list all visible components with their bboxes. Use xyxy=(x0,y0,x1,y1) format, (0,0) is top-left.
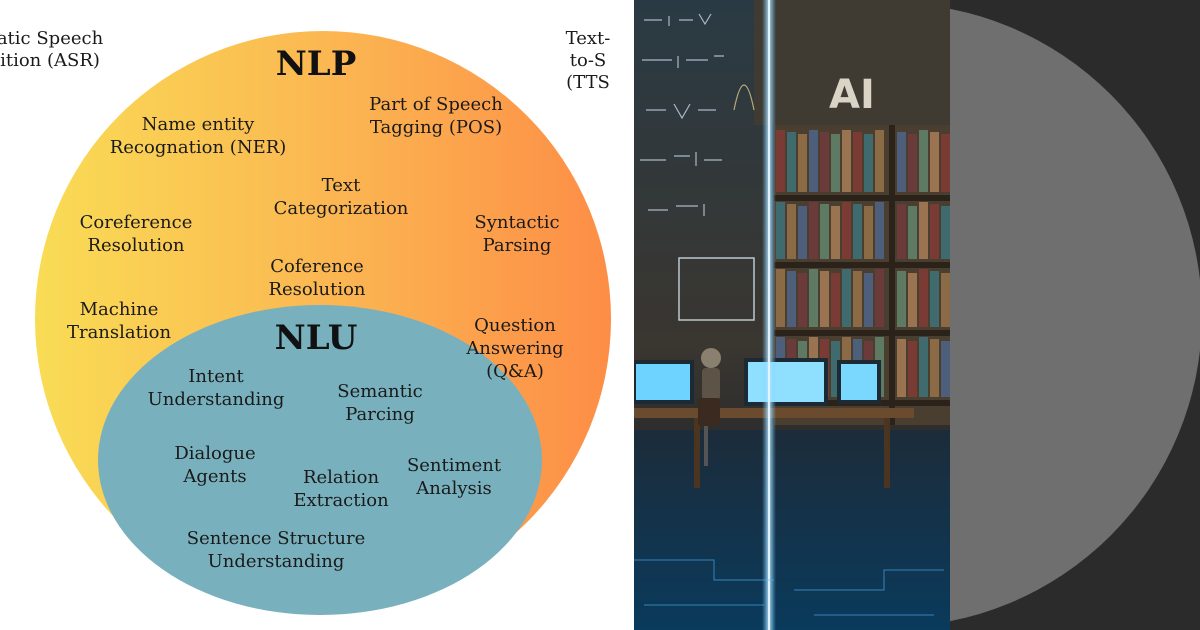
book-spine xyxy=(787,271,796,327)
book-spine xyxy=(798,206,807,259)
book-spine xyxy=(831,273,840,327)
book-spine xyxy=(798,273,807,327)
book-spine xyxy=(820,132,829,192)
book-spine xyxy=(776,130,785,192)
book-spine xyxy=(864,134,873,192)
gray-disc xyxy=(950,0,1200,630)
book-spine xyxy=(919,337,928,397)
relation-extraction-label: Relation Extraction xyxy=(293,467,389,511)
book-spine xyxy=(941,341,950,397)
sentence-structure-label: Sentence Structure Understanding xyxy=(186,528,366,572)
book-spine xyxy=(897,132,906,192)
book-spine xyxy=(809,202,818,259)
book-spine xyxy=(919,269,928,327)
book-spine xyxy=(941,134,950,192)
book-spine xyxy=(908,206,917,259)
book-spine xyxy=(831,341,840,397)
nlu-ellipse xyxy=(98,305,542,615)
book-spine xyxy=(787,132,796,192)
pos-label: Part of Speech Tagging (POS) xyxy=(369,94,503,138)
library-illustration: AI xyxy=(634,0,950,630)
book-spine xyxy=(798,134,807,192)
book-spine xyxy=(831,206,840,259)
asr-label: atic Speech ition (ASR) xyxy=(0,28,104,71)
book-spine xyxy=(941,273,950,327)
book-spine xyxy=(930,339,939,397)
ner-label: Name entity Recognation (NER) xyxy=(109,114,287,158)
text-categorization-label: Text Categorization xyxy=(273,175,409,219)
tts-label: Text-to-S (TTS xyxy=(565,28,611,93)
book-spine xyxy=(787,204,796,259)
coference-resolution-label: Coference Resolution xyxy=(268,256,366,300)
book-spine xyxy=(930,271,939,327)
monitors xyxy=(634,358,881,406)
ai-sign: AI xyxy=(829,72,875,118)
book-spine xyxy=(897,339,906,397)
book-spine xyxy=(820,271,829,327)
book-spine xyxy=(864,273,873,327)
book-spine xyxy=(809,130,818,192)
coreference-resolution-label: Coreference Resolution xyxy=(79,212,193,256)
book-spine xyxy=(919,130,928,192)
book-spine xyxy=(897,204,906,259)
syntactic-parsing-label: Syntactic Parsing xyxy=(474,212,560,256)
ai-library-image: AI xyxy=(634,0,950,630)
hologram-equations xyxy=(640,13,755,216)
book-spine xyxy=(930,204,939,259)
book-spine xyxy=(853,271,862,327)
gray-disc-panel xyxy=(950,0,1200,630)
book-spine xyxy=(875,202,884,259)
dialogue-agents-label: Dialogue Agents xyxy=(174,443,256,487)
book-spine xyxy=(908,341,917,397)
book-spine xyxy=(853,132,862,192)
book-spine xyxy=(908,273,917,327)
question-answering-label: Question Answering (Q&A) xyxy=(466,315,564,382)
semantic-parcing-label: Semantic Parcing xyxy=(337,381,423,425)
book-spine xyxy=(864,206,873,259)
hologram-panel xyxy=(678,257,755,321)
book-spine xyxy=(842,202,851,259)
book-spine xyxy=(908,134,917,192)
nlp-diagram-panel: atic Speech ition (ASR) Text-to-S (TTS N… xyxy=(0,28,611,615)
book-spine xyxy=(853,204,862,259)
book-spine xyxy=(820,204,829,259)
book-spine xyxy=(930,132,939,192)
sentiment-analysis-label: Sentiment Analysis xyxy=(406,455,502,499)
diagram-shapes xyxy=(35,31,611,615)
robot-figure xyxy=(698,348,721,466)
book-spine xyxy=(919,202,928,259)
nlp-title: NLP xyxy=(275,44,357,84)
book-spine xyxy=(875,269,884,327)
nlu-title: NLU xyxy=(274,318,358,358)
book-spine xyxy=(776,202,785,259)
book-spine xyxy=(842,130,851,192)
book-spine xyxy=(809,269,818,327)
book-spine xyxy=(842,269,851,327)
book-spine xyxy=(831,134,840,192)
intent-understanding-label: Intent Understanding xyxy=(147,366,285,410)
book-spine xyxy=(875,130,884,192)
machine-translation-label: Machine Translation xyxy=(66,299,172,343)
book-spine xyxy=(897,271,906,327)
book-spine xyxy=(776,269,785,327)
book-spine xyxy=(941,206,950,259)
